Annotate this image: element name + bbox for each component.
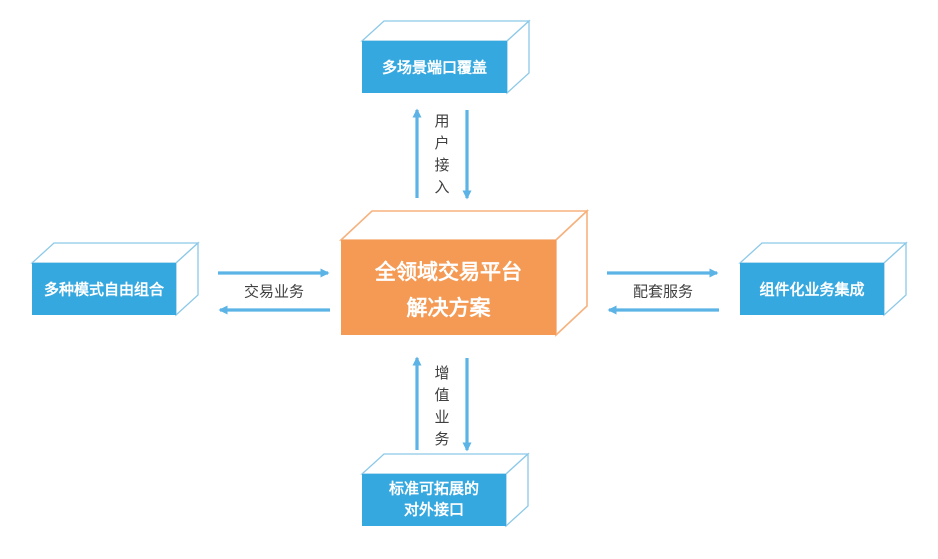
- node-left-face-front: [32, 263, 176, 315]
- connector-top-label: 用 户 接 入: [434, 112, 449, 196]
- node-bottom-face-front: [362, 474, 506, 526]
- node-right-face-front: [740, 263, 884, 315]
- center-node-face-front: [341, 240, 556, 335]
- node-left[interactable]: 多种模式自由组合: [30, 241, 200, 317]
- node-top-label: 多场景端口覆盖: [382, 59, 487, 77]
- node-top[interactable]: 多场景端口覆盖: [360, 19, 531, 95]
- connector-top-label-char-3: 入: [434, 178, 449, 196]
- connector-bottom-label: 增 值 业 务: [434, 364, 449, 448]
- connector-left-label: 交易业务: [244, 283, 304, 301]
- connector-bottom[interactable]: 增 值 业 务: [412, 356, 472, 452]
- node-bottom-label-line1: 标准可拓展的: [388, 480, 479, 498]
- center-node-face-top: [338, 210, 590, 241]
- center-node-label-line1: 全领域交易平台: [374, 260, 522, 284]
- center-node[interactable]: 全领域交易平台 解决方案: [338, 209, 590, 337]
- node-top-face-front: [362, 41, 507, 93]
- node-bottom-label-line2: 对外接口: [404, 501, 464, 519]
- connector-top-label-char-0: 用: [434, 112, 449, 130]
- connector-top[interactable]: 用 户 接 入: [412, 108, 472, 200]
- node-left-label: 多种模式自由组合: [44, 281, 165, 299]
- node-right[interactable]: 组件化业务集成: [738, 241, 908, 317]
- node-right-label: 组件化业务集成: [759, 281, 864, 299]
- node-left-face-top: [30, 242, 200, 264]
- connector-right-label: 配套服务: [633, 283, 693, 301]
- node-right-face-top: [738, 242, 908, 264]
- connector-bottom-label-char-2: 业: [434, 408, 449, 426]
- connector-left[interactable]: 交易业务: [218, 268, 330, 315]
- connector-bottom-label-char-3: 务: [434, 430, 449, 448]
- connector-top-label-char-1: 户: [434, 134, 449, 152]
- node-bottom[interactable]: 标准可拓展的 对外接口: [360, 452, 530, 528]
- connector-top-label-char-2: 接: [434, 156, 449, 174]
- connector-right[interactable]: 配套服务: [607, 268, 719, 315]
- center-node-label-line2: 解决方案: [407, 296, 492, 320]
- node-top-face-top: [360, 20, 531, 42]
- connector-bottom-label-char-1: 值: [434, 386, 449, 404]
- node-bottom-face-top: [360, 453, 530, 475]
- connector-bottom-label-char-0: 增: [434, 364, 449, 382]
